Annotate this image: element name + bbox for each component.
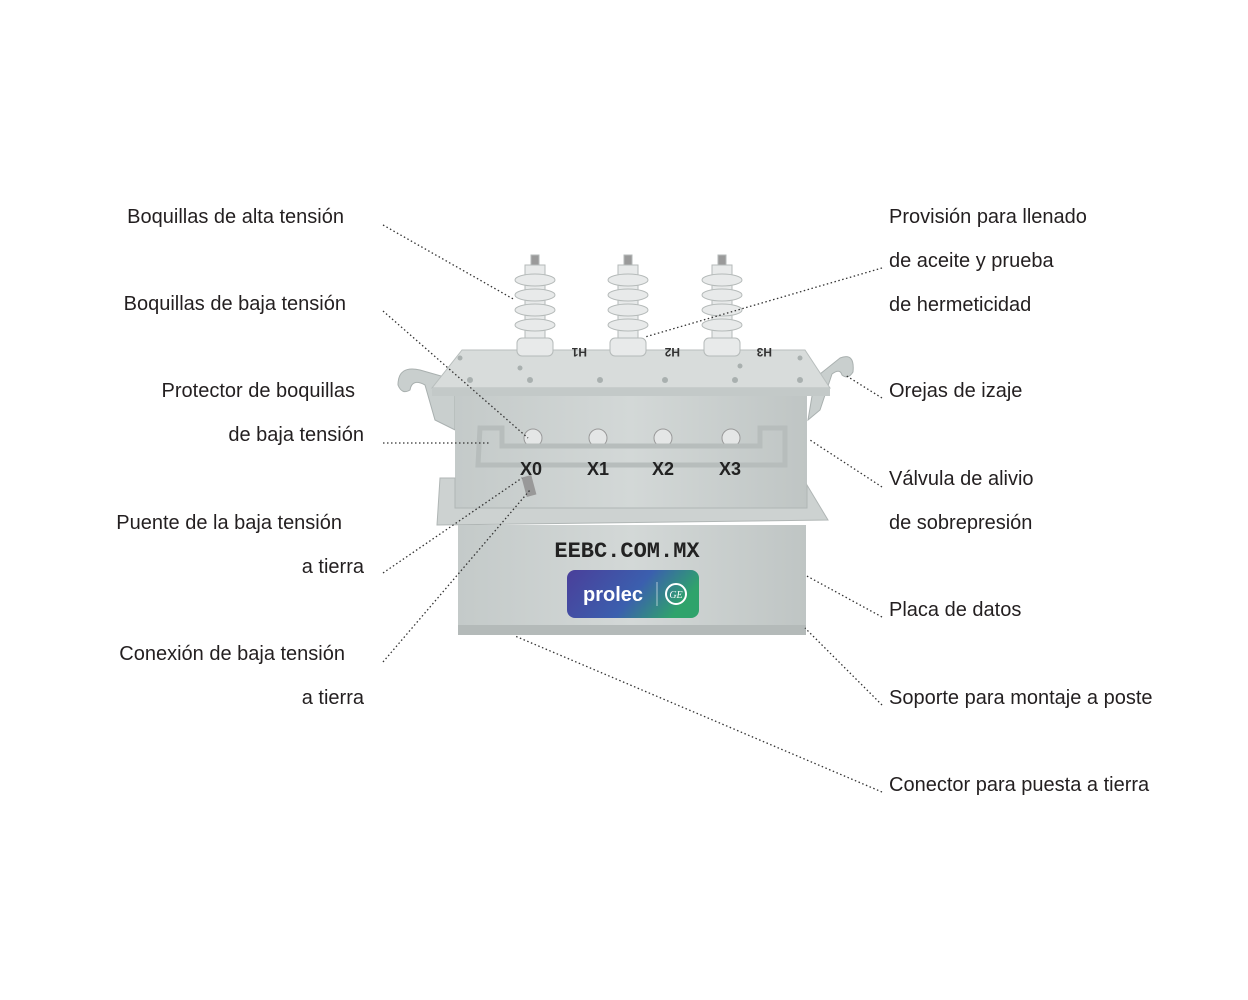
hv-terminal-marks: H1 H2 H3 (571, 345, 772, 359)
label-line: a tierra (301, 556, 364, 578)
svg-text:H3: H3 (756, 345, 772, 359)
label-line: de sobrepresión (889, 512, 1033, 534)
label-line: Conector para puesta a tierra (889, 774, 1150, 796)
nameplate-logo (567, 570, 699, 618)
stencil-text: EEBC.COM.MX (554, 539, 700, 564)
svg-text:GE: GE (669, 590, 682, 601)
svg-text:H2: H2 (664, 345, 680, 359)
leader-lines (382, 224, 883, 793)
label-line: Soporte para montaje a poste (889, 687, 1153, 709)
label-line: de hermeticidad (889, 294, 1032, 316)
label-lifting-lugs: Orejas de izaje (889, 369, 1022, 413)
label-line: Provisión para llenado (889, 206, 1087, 228)
label-line: Válvula de alivio (889, 468, 1034, 490)
mounting-flange (436, 477, 829, 526)
logo-prolec: prolec (583, 584, 643, 606)
label-lv-ground-connection: Conexión de baja tensión a tierra (119, 632, 364, 720)
label-line: de baja tensión (228, 424, 364, 446)
label-lv-bridge: Puente de la baja tensión a tierra (116, 501, 364, 589)
upper-tank (455, 390, 807, 520)
svg-text:X0: X0 (520, 459, 542, 479)
label-lv-bushings: Boquillas de baja tensión (124, 282, 346, 326)
label-nameplate: Placa de datos (889, 588, 1021, 632)
svg-text:X3: X3 (719, 459, 741, 479)
label-line: Orejas de izaje (889, 380, 1023, 402)
label-line: de aceite y prueba (889, 250, 1054, 272)
lv-bushing-protector (475, 425, 788, 468)
ground-strap (521, 475, 537, 497)
label-ground-connector: Conector para puesta a tierra (889, 763, 1149, 807)
svg-text:X1: X1 (587, 459, 609, 479)
label-line: Boquillas de baja tensión (123, 293, 346, 315)
label-line: Protector de boquillas (161, 380, 355, 402)
lifting-lug-right (807, 356, 854, 422)
label-pole-mount: Soporte para montaje a poste (889, 676, 1153, 720)
label-lv-protector: Protector de boquillas de baja tensión (162, 369, 364, 457)
label-line: Conexión de baja tensión (119, 643, 345, 665)
label-line: Boquillas de alta tensión (127, 206, 344, 228)
lv-terminal-marks: X0 X1 X2 X3 (520, 459, 741, 479)
label-line: Puente de la baja tensión (116, 512, 342, 534)
label-relief-valve: Válvula de alivio de sobrepresión (889, 457, 1034, 545)
svg-text:X2: X2 (652, 459, 674, 479)
label-line: Placa de datos (889, 599, 1022, 621)
hv-bushings (514, 254, 743, 357)
label-line: a tierra (301, 687, 364, 709)
ge-logo-icon (665, 583, 687, 605)
lv-bushings (523, 428, 741, 448)
label-oil-fill-provision: Provisión para llenado de aceite y prueb… (889, 195, 1087, 327)
label-hv-bushings: Boquillas de alta tensión (127, 195, 344, 239)
svg-text:H1: H1 (571, 345, 587, 359)
